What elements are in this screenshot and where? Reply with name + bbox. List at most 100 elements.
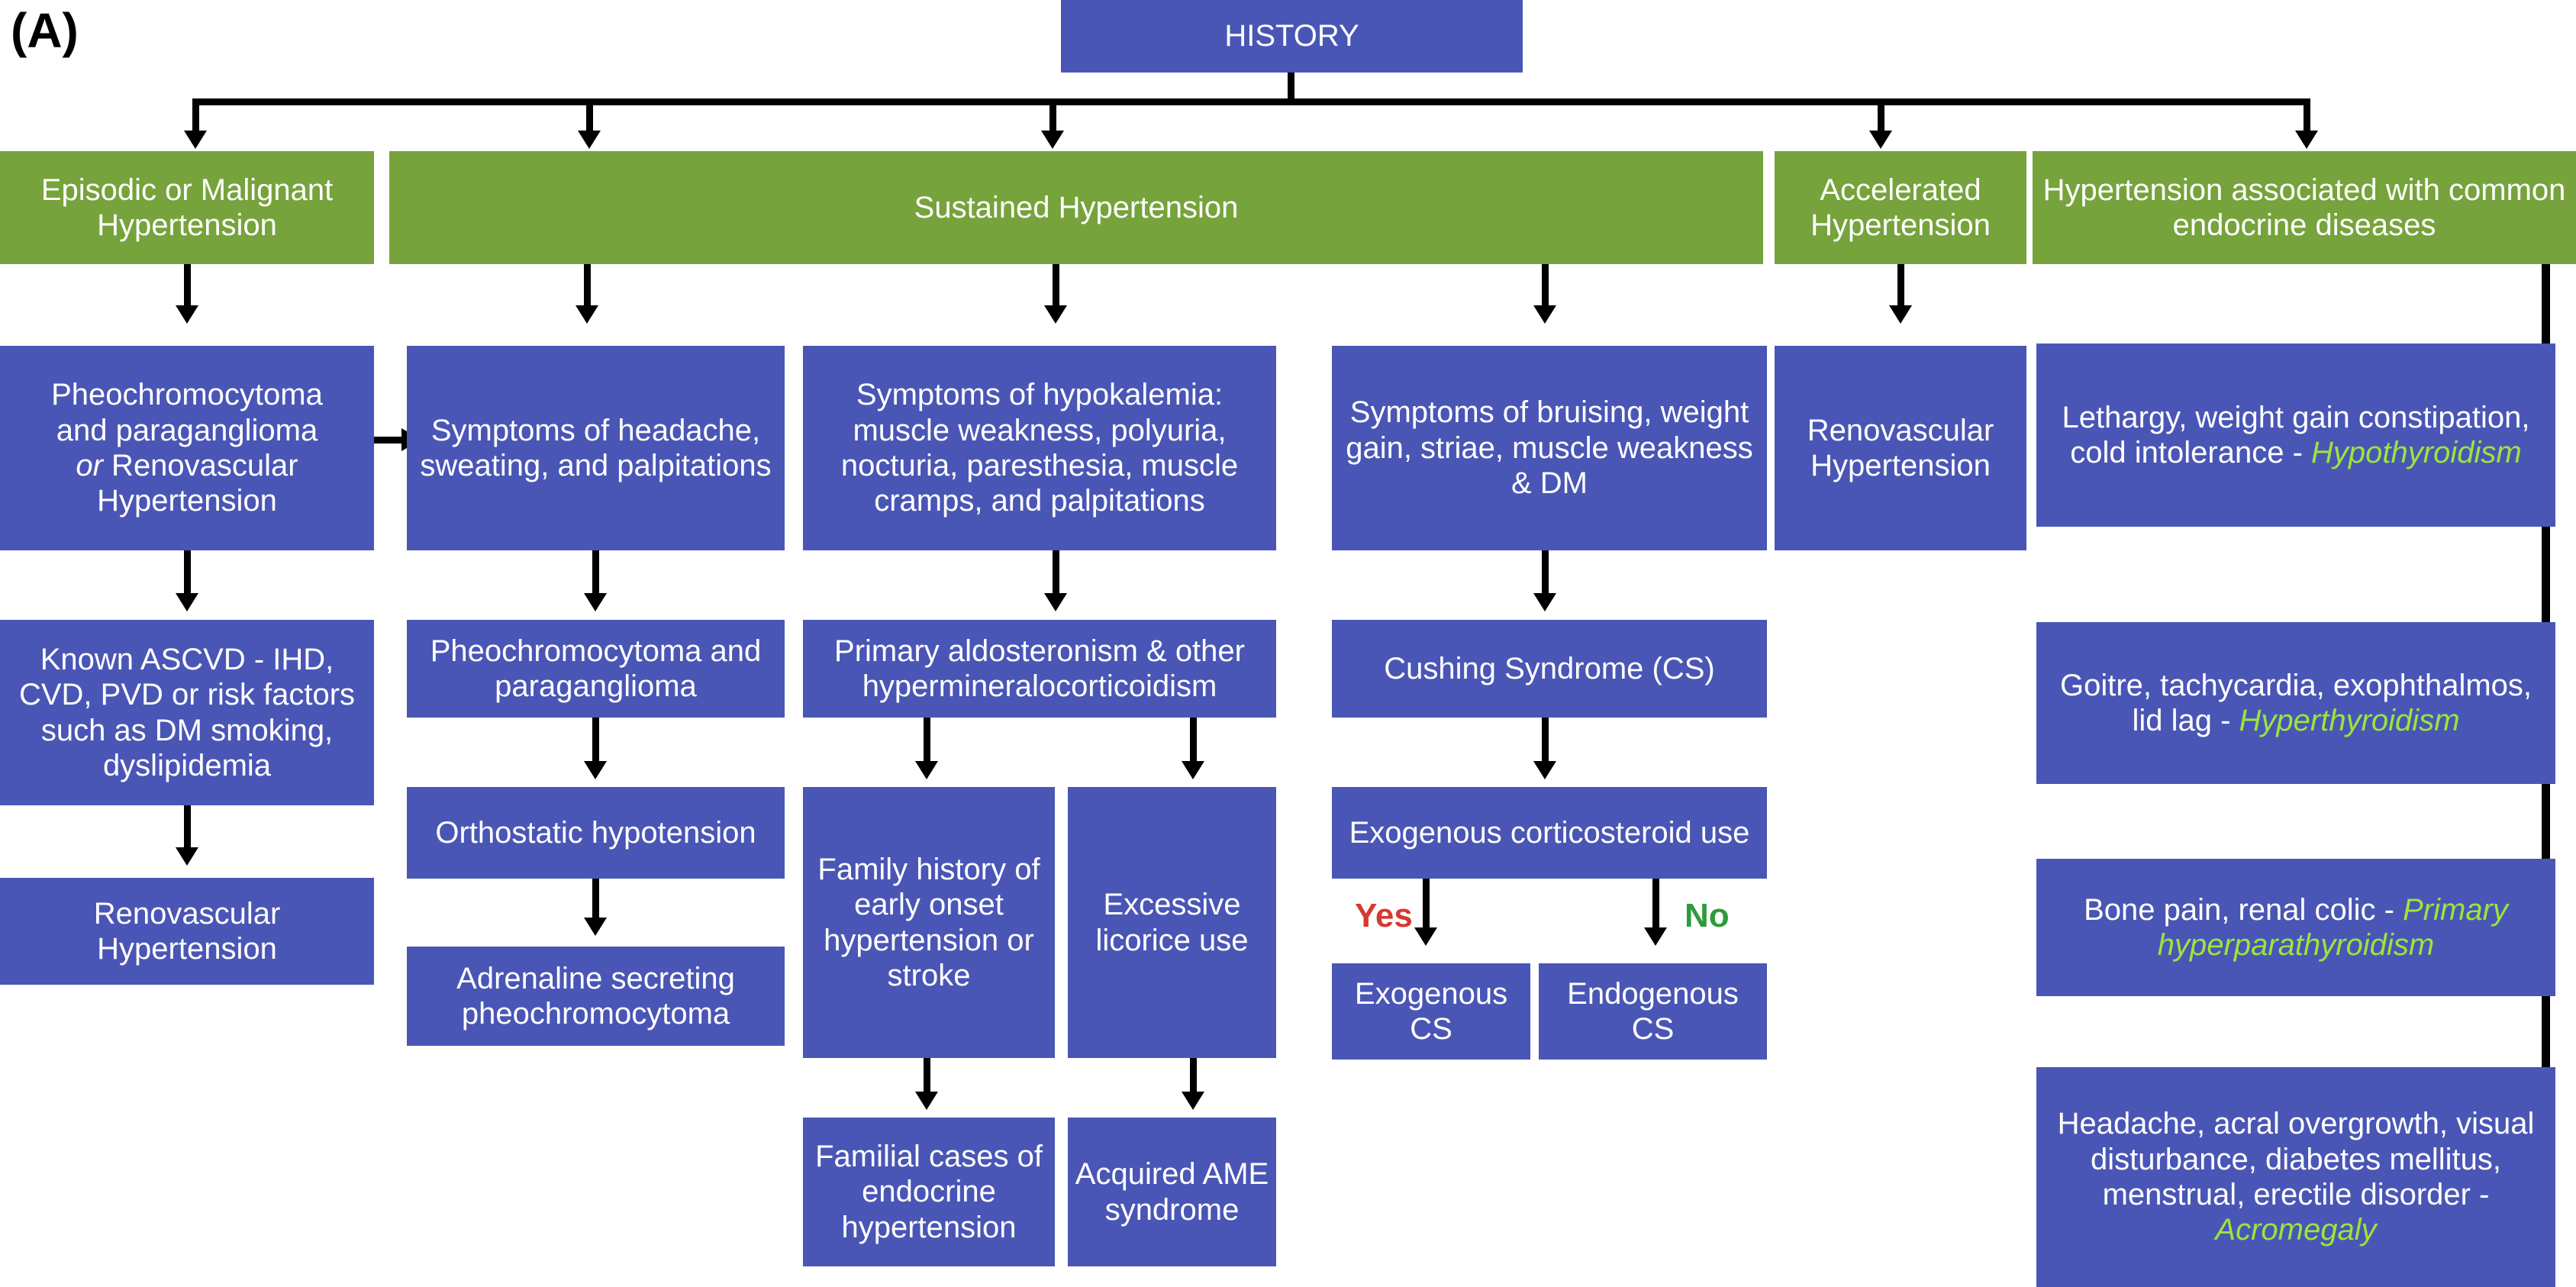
hypothyroidism-symptoms: Lethargy, weight gain constipation, cold… [2062,400,2530,469]
connector-drop-accelerated [1878,98,1884,137]
connector-exogenous-yes [1423,879,1430,934]
connector-ascvd-to-renovascular [184,805,191,853]
connector-aldosteronism-to-family-history [924,718,930,765]
pheo-line3-rest: Renovascular [102,449,298,482]
node-cushing-syndrome[interactable]: Cushing Syndrome (CS) [1332,620,1767,718]
node-history[interactable]: HISTORY [1061,0,1523,73]
connector-cushing-to-exogenous-use [1542,718,1549,765]
node-orthostatic-hypotension[interactable]: Orthostatic hypotension [407,787,785,879]
node-pheochromocytoma-paraganglioma[interactable]: Pheochromocytoma and paraganglioma [407,620,785,718]
connector-orthostatic-to-adrenaline [592,879,599,923]
node-hyperthyroidism[interactable]: Goitre, tachycardia, exophthalmos, lid l… [2036,622,2555,784]
node-exogenous-corticosteroid-use-label: Exogenous corticosteroid use [1349,815,1750,850]
connector-pheo-to-ascvd [184,550,191,598]
node-sustained-hypertension[interactable]: Sustained Hypertension [389,151,1763,264]
node-pheo-or-renovascular-label: Pheochromocytoma and paraganglioma or Re… [6,377,368,519]
node-accelerated-label: Accelerated Hypertension [1810,173,1991,242]
node-excessive-licorice-use[interactable]: Excessive licorice use [1068,787,1276,1058]
node-renovascular-accelerated-label: Renovascular Hypertension [1807,413,1994,482]
connector-distribution-bus [192,98,2307,105]
node-family-history-label: Family history of early onset hypertensi… [817,852,1040,992]
node-exogenous-corticosteroid-use[interactable]: Exogenous corticosteroid use [1332,787,1767,879]
connector-drop-endocrine [2304,98,2310,137]
node-hyperthyroidism-label: Goitre, tachycardia, exophthalmos, lid l… [2042,668,2549,739]
panel-label: (A) [11,3,79,58]
node-symptoms-headache[interactable]: Symptoms of headache, sweating, and palp… [407,346,785,550]
label-yes: Yes [1355,897,1413,934]
node-primary-hyperparathyroidism-label: Bone pain, renal colic - Primary hyperpa… [2042,892,2549,963]
hypothyroidism-diagnosis: Hypothyroidism [2311,436,2522,469]
node-primary-aldosteronism-label: Primary aldosteronism & other hyperminer… [834,634,1245,703]
node-familial-cases-label: Familial cases of endocrine hypertension [815,1139,1043,1244]
hyperparathyroidism-symptoms: Bone pain, renal colic - [2084,892,2404,927]
pheo-line1: Pheochromocytoma [51,378,323,412]
arrowhead-accelerated [1869,131,1892,149]
arrowhead-exogenous-no [1644,927,1667,946]
arrowhead-ascvd-to-renovascular [176,847,198,866]
node-primary-aldosteronism[interactable]: Primary aldosteronism & other hyperminer… [803,620,1276,718]
node-primary-hyperparathyroidism[interactable]: Bone pain, renal colic - Primary hyperpa… [2036,859,2555,996]
arrowhead-family-history-to-familial-cases [915,1092,938,1110]
node-acquired-ame-syndrome[interactable]: Acquired AME syndrome [1068,1118,1276,1266]
arrowhead-pheo-to-ascvd [176,593,198,611]
node-acromegaly[interactable]: Headache, acral overgrowth, visual distu… [2036,1067,2555,1287]
arrowhead-exogenous-yes [1414,927,1437,946]
connector-sustained-to-pheo-symptoms [584,264,591,310]
node-endogenous-cs[interactable]: Endogenous CS [1539,963,1767,1060]
arrowhead-cushing-to-exogenous-use [1533,761,1556,779]
arrowhead-sustained-to-cushing [1533,305,1556,324]
arrowhead-episodic-to-pheo [176,305,198,324]
node-known-ascvd-label: Known ASCVD - IHD, CVD, PVD or risk fact… [18,642,356,782]
connector-hypokalemia-to-aldosteronism [1053,550,1059,598]
connector-accelerated-to-renovascular [1897,264,1904,310]
arrowhead-accelerated-to-renovascular [1889,305,1912,324]
hyperthyroidism-symptoms: Goitre, tachycardia, exophthalmos, lid l… [2059,668,2532,737]
node-accelerated-hypertension[interactable]: Accelerated Hypertension [1775,151,2026,264]
node-hypothyroidism[interactable]: Lethargy, weight gain constipation, cold… [2036,344,2555,527]
arrowhead-licorice-to-ame [1182,1092,1204,1110]
node-adrenaline-secreting-label: Adrenaline secreting pheochromocytoma [456,961,735,1031]
node-endogenous-cs-label: Endogenous CS [1567,976,1739,1046]
node-pheochromocytoma-paraganglioma-label: Pheochromocytoma and paraganglioma [430,634,762,703]
connector-drop-sustained-2 [1049,98,1056,137]
label-no: No [1685,897,1730,934]
arrowhead-aldosteronism-to-family-history [915,761,938,779]
node-hypothyroidism-label: Lethargy, weight gain constipation, cold… [2042,400,2549,471]
connector-family-history-to-familial-cases [924,1058,930,1096]
arrowhead-aldosteronism-to-licorice [1182,761,1204,779]
node-familial-cases-endocrine-hypertension[interactable]: Familial cases of endocrine hypertension [803,1118,1055,1266]
connector-bruising-to-cushing [1542,550,1549,598]
node-adrenaline-secreting-pheochromocytoma[interactable]: Adrenaline secreting pheochromocytoma [407,947,785,1046]
node-pheo-or-renovascular[interactable]: Pheochromocytoma and paraganglioma or Re… [0,346,374,550]
node-episodic-label: Episodic or Malignant Hypertension [40,173,334,242]
node-orthostatic-hypotension-label: Orthostatic hypotension [435,815,756,850]
node-symptoms-hypokalemia-label: Symptoms of hypokalemia: muscle weakness… [840,378,1239,518]
arrowhead-symptoms-headache-to-diagnosis [584,593,607,611]
node-renovascular-hypertension-episodic[interactable]: Renovascular Hypertension [0,878,374,985]
arrowhead-sustained-1 [578,131,601,149]
connector-drop-sustained-1 [586,98,593,137]
node-history-label: HISTORY [1224,19,1359,53]
node-family-history-early-onset[interactable]: Family history of early onset hypertensi… [803,787,1055,1058]
arrowhead-sustained-to-pheo-symptoms [575,305,598,324]
connector-pheo-dx-to-orthostatic [592,718,599,765]
arrowhead-endocrine [2295,131,2318,149]
acromegaly-symptoms: Headache, acral overgrowth, visual distu… [2057,1107,2535,1211]
arrowhead-hypokalemia-to-aldosteronism [1044,593,1067,611]
node-sustained-label: Sustained Hypertension [914,190,1239,224]
node-renovascular-hypertension-accelerated[interactable]: Renovascular Hypertension [1775,346,2026,550]
connector-exogenous-no [1652,879,1659,934]
connector-symptoms-headache-to-diagnosis [592,550,599,598]
pheo-line4: Hypertension [97,484,277,518]
node-known-ascvd[interactable]: Known ASCVD - IHD, CVD, PVD or risk fact… [0,620,374,805]
arrowhead-episodic [184,131,207,149]
node-symptoms-bruising-label: Symptoms of bruising, weight gain, stria… [1346,395,1753,501]
node-symptoms-bruising[interactable]: Symptoms of bruising, weight gain, stria… [1332,346,1767,550]
arrowhead-pheo-dx-to-orthostatic [584,761,607,779]
node-symptoms-hypokalemia[interactable]: Symptoms of hypokalemia: muscle weakness… [803,346,1276,550]
node-exogenous-cs[interactable]: Exogenous CS [1332,963,1530,1060]
node-renovascular-episodic-label: Renovascular Hypertension [93,896,281,966]
node-episodic-or-malignant-hypertension[interactable]: Episodic or Malignant Hypertension [0,151,374,264]
node-endocrine-hypertension[interactable]: Hypertension associated with common endo… [2033,151,2576,264]
